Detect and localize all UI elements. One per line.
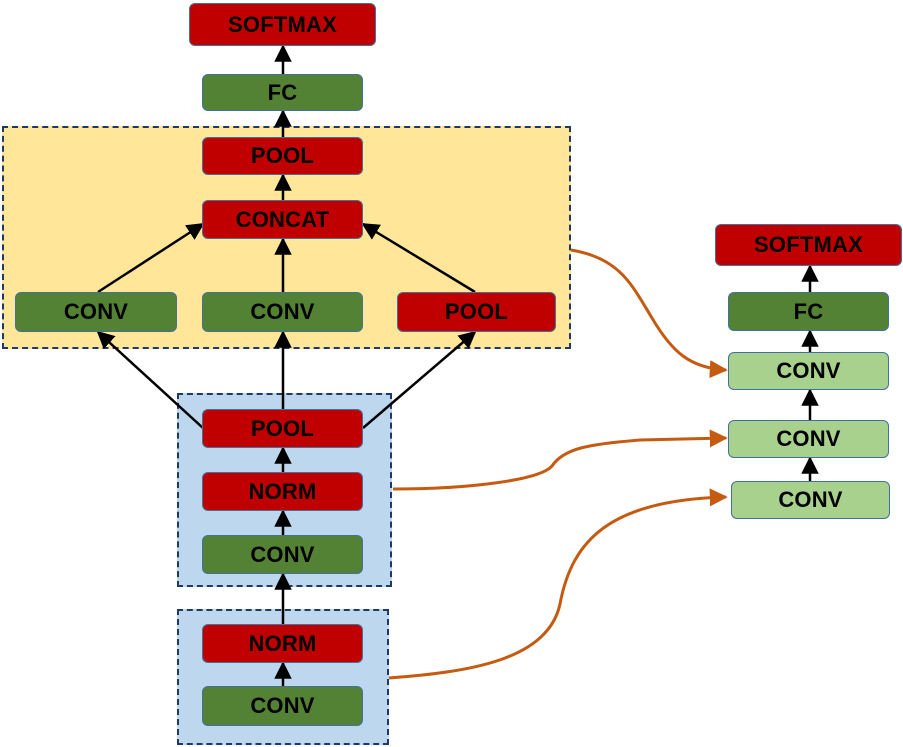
inception-pool-out-block: POOL — [202, 137, 363, 175]
stem-norm-1-block: NORM — [202, 624, 363, 663]
side-conv-bottom-block: CONV — [731, 481, 890, 519]
concat-block: CONCAT — [202, 200, 363, 239]
inception-pool-right-block: POOL — [397, 292, 556, 332]
orange-connector-block2-to-side-conv-mid — [392, 429, 728, 491]
side-fc-block: FC — [728, 292, 889, 331]
fc-block: FC — [202, 74, 363, 111]
stem-norm-2-block: NORM — [202, 472, 363, 511]
side-conv-mid-block: CONV — [728, 420, 889, 458]
inception-conv-left-block: CONV — [15, 292, 177, 332]
side-softmax-block: SOFTMAX — [715, 224, 902, 266]
side-conv-top-block: CONV — [728, 352, 889, 390]
orange-connector-block1-to-side-conv-bottom — [388, 488, 728, 680]
stem-conv-2-block: CONV — [202, 535, 363, 574]
orange-connector-inception-to-side-conv-top — [570, 248, 728, 379]
inception-conv-mid-block: CONV — [202, 292, 363, 332]
softmax-block: SOFTMAX — [189, 3, 376, 46]
stem-conv-1-block: CONV — [202, 686, 363, 726]
stem-pool-block: POOL — [202, 409, 363, 448]
